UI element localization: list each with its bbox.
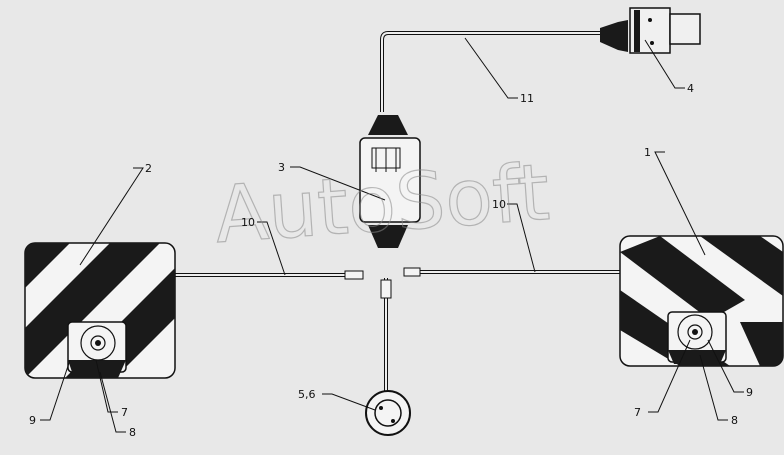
callout-3: 3 (278, 161, 285, 174)
callout-7-left: 7 (121, 406, 128, 419)
callout-10-left: 10 (241, 216, 255, 229)
callout-8-left: 8 (129, 426, 136, 439)
callout-1: 1 (644, 146, 651, 159)
callout-7-right: 7 (634, 406, 641, 419)
right-warning-panel (619, 235, 784, 367)
callout-11: 11 (520, 92, 534, 105)
callout-5-6: 5,6 (298, 388, 316, 401)
callout-8-right: 8 (731, 414, 738, 427)
cable-11 (380, 31, 600, 112)
rear-socket (365, 390, 411, 436)
callout-10-right: 10 (492, 198, 506, 211)
trailer-plug (600, 7, 701, 54)
callout-2: 2 (145, 162, 152, 175)
callout-9-left: 9 (29, 414, 36, 427)
left-warning-panel (24, 242, 176, 379)
callout-9-right: 9 (746, 386, 753, 399)
callout-4: 4 (687, 82, 694, 95)
leader-lines (40, 37, 744, 433)
junction-box (359, 115, 421, 248)
